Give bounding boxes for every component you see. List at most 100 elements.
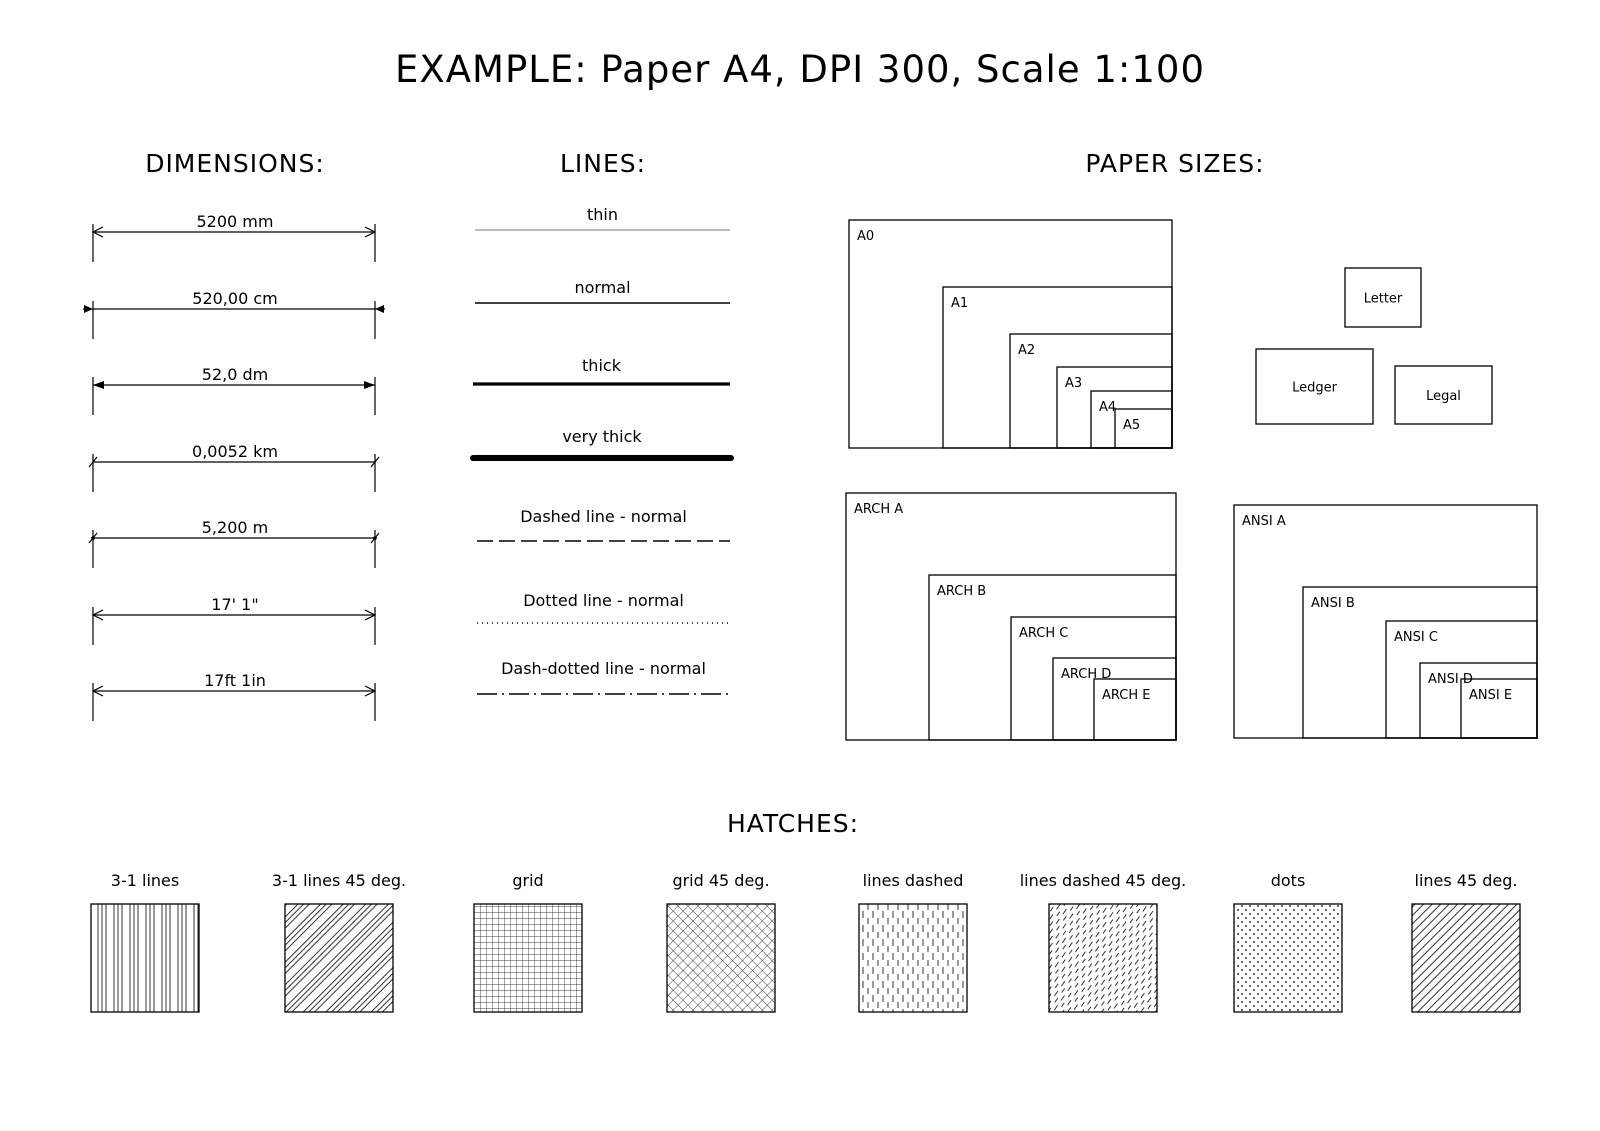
- hatch-label: lines dashed: [863, 871, 964, 890]
- dimension-row: 520,00 cm: [83, 289, 385, 339]
- hatch-fill: [285, 904, 393, 1012]
- paper-outline: [1344, 267, 1422, 328]
- paper-outline: [1460, 678, 1538, 739]
- section-heading-dimensions: DIMENSIONS:: [145, 149, 325, 178]
- hatch-label: lines 45 deg.: [1415, 871, 1518, 890]
- line-style-row: very thick: [470, 427, 734, 461]
- hatch-sample: 3-1 lines: [90, 871, 200, 1013]
- line-style-label: Dashed line - normal: [520, 507, 687, 526]
- dimension-label: 5,200 m: [202, 518, 268, 537]
- paper-outline: [1394, 365, 1493, 425]
- line-style-row: Dashed line - normal: [477, 507, 730, 542]
- hatch-sample: lines 45 deg.: [1411, 871, 1521, 1013]
- hatch-fill: [91, 904, 199, 1012]
- paper-size-label: A3: [1065, 376, 1082, 391]
- hatch-label: grid: [512, 871, 543, 890]
- paper-outline: [1114, 408, 1173, 449]
- drawing-title: EXAMPLE: Paper A4, DPI 300, Scale 1:100: [395, 48, 1205, 91]
- dimension-row: 17' 1": [91, 595, 377, 645]
- hatch-fill: [1234, 904, 1342, 1012]
- hatch-label: grid 45 deg.: [672, 871, 769, 890]
- arrow-right-icon: [364, 226, 377, 238]
- hatch-sample: lines dashed: [858, 871, 968, 1013]
- dimensions-group: 5200 mm 520,00 cm 52,0 dm 0,0052 km 5,200 m 1…: [83, 212, 385, 721]
- paper-size-label: ANSI E: [1469, 688, 1512, 703]
- paper-size-label: Legal: [1426, 389, 1461, 404]
- paper-size-label: Letter: [1364, 292, 1403, 307]
- dimension-row: 0,0052 km: [88, 442, 380, 492]
- paper-outline: [1093, 678, 1177, 741]
- paper-size-label: ARCH C: [1019, 626, 1068, 641]
- hatch-outline: [666, 903, 776, 1013]
- hatch-sample: dots: [1233, 871, 1343, 1013]
- hatch-label: 3-1 lines: [111, 871, 179, 890]
- dimension-row: 52,0 dm: [92, 365, 376, 415]
- hatch-outline: [473, 903, 583, 1013]
- paper-size-label: ANSI A: [1242, 514, 1286, 529]
- paper-size-label: ANSI C: [1394, 630, 1438, 645]
- hatch-sample: lines dashed 45 deg.: [1020, 871, 1187, 1013]
- line-style-row: Dotted line - normal: [477, 591, 730, 624]
- hatch-sample: grid: [473, 871, 583, 1013]
- hatch-label: dots: [1271, 871, 1306, 890]
- hatch-label: lines dashed 45 deg.: [1020, 871, 1187, 890]
- line-style-label: thin: [587, 205, 618, 224]
- dimension-row: 17ft 1in: [91, 671, 377, 721]
- arrow-left-icon: [91, 226, 104, 238]
- section-heading-hatches: HATCHES:: [727, 809, 859, 838]
- hatch-fill: [1049, 904, 1157, 1012]
- hatch-fill: [667, 904, 775, 1012]
- line-style-row: thick: [473, 356, 730, 386]
- hatch-outline: [284, 903, 394, 1013]
- hatch-outline: [858, 903, 968, 1013]
- hatch-fill: [474, 904, 582, 1012]
- paper-size-label: Ledger: [1292, 381, 1338, 396]
- arrow-right-icon: [364, 381, 375, 389]
- paper-size-label: A2: [1018, 343, 1035, 358]
- line-style-label: Dash-dotted line - normal: [501, 659, 706, 678]
- paper-outline: [1255, 348, 1374, 425]
- hatch-sample: 3-1 lines 45 deg.: [272, 871, 406, 1013]
- paper-size-label: A0: [857, 229, 874, 244]
- arrow-left-icon: [91, 609, 104, 621]
- dimension-row: 5200 mm: [91, 212, 377, 262]
- hatch-outline: [90, 903, 200, 1013]
- hatch-fill: [1412, 904, 1520, 1012]
- paper-size-label: ANSI B: [1311, 596, 1355, 611]
- dimension-label: 520,00 cm: [192, 289, 277, 308]
- hatch-label: 3-1 lines 45 deg.: [272, 871, 406, 890]
- dot-right-icon: [373, 536, 377, 540]
- section-heading-lines: LINES:: [560, 149, 646, 178]
- arrow-left-icon: [84, 305, 93, 313]
- arrow-right-icon: [364, 685, 377, 697]
- line-style-label: thick: [582, 356, 622, 375]
- line-style-label: very thick: [562, 427, 642, 446]
- arrow-left-icon: [93, 381, 104, 389]
- hatches-group: 3-1 lines 3-1 lines 45 deg. grid grid 45 de…: [90, 871, 1521, 1013]
- paper-size-label: A1: [951, 296, 968, 311]
- line-style-label: Dotted line - normal: [523, 591, 684, 610]
- dimension-row: 5,200 m: [88, 518, 380, 568]
- paper-size-label: ARCH A: [854, 502, 903, 517]
- paper-size-label: A4: [1099, 400, 1116, 415]
- hatch-outline: [1233, 903, 1343, 1013]
- dimension-label: 5200 mm: [197, 212, 274, 231]
- hatch-fill: [859, 904, 967, 1012]
- tick-right-icon: [370, 456, 380, 468]
- hatch-outline: [1411, 903, 1521, 1013]
- paper-size-label: A5: [1123, 418, 1140, 433]
- arrow-right-icon: [364, 609, 377, 621]
- dimension-label: 17ft 1in: [204, 671, 266, 690]
- arrow-right-icon: [375, 305, 384, 313]
- dimension-label: 52,0 dm: [202, 365, 268, 384]
- arrow-left-icon: [91, 685, 104, 697]
- dimension-label: 17' 1": [211, 595, 258, 614]
- section-heading-paper-sizes: PAPER SIZES:: [1085, 149, 1264, 178]
- dot-left-icon: [91, 536, 95, 540]
